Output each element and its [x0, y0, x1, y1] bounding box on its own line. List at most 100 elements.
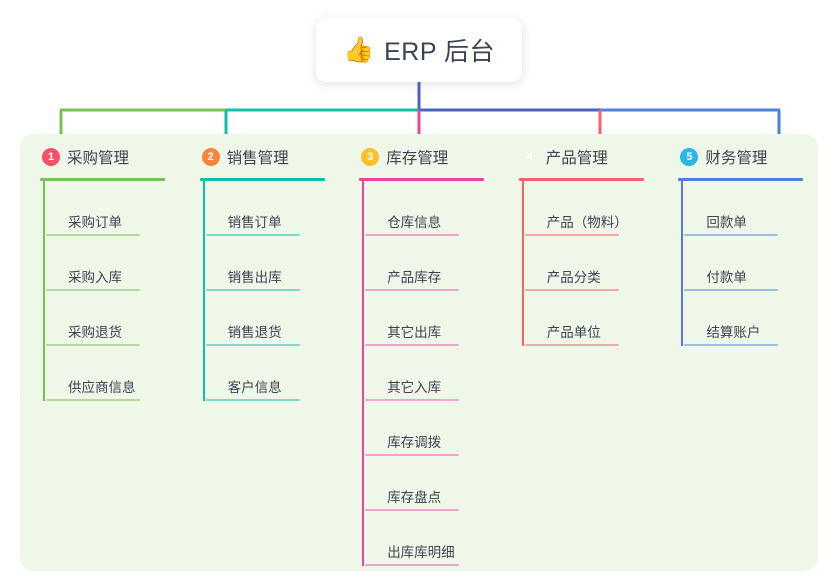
- column-title: 财务管理: [705, 150, 768, 167]
- list-item-underline: [205, 234, 300, 236]
- list-item[interactable]: 付款单: [681, 236, 818, 291]
- list-item-underline: [46, 344, 140, 346]
- column-header[interactable]: 1 采购管理: [40, 142, 180, 172]
- list-item[interactable]: 产品单位: [522, 291, 659, 346]
- list-item-label: 结算账户: [706, 325, 761, 340]
- page-title: ERP 后台: [384, 38, 496, 66]
- list-item-underline: [684, 289, 779, 291]
- column-spine: [43, 181, 45, 401]
- list-item[interactable]: 库存盘点: [362, 456, 499, 511]
- column-title: 销售管理: [226, 150, 289, 167]
- column-rule: [199, 178, 325, 181]
- list-item[interactable]: 库存调拨: [362, 401, 499, 456]
- list-item[interactable]: 采购入库: [43, 236, 180, 291]
- list-item-label: 销售退货: [227, 325, 282, 340]
- list-item[interactable]: 其它入库: [362, 346, 499, 401]
- list-item[interactable]: 客户信息: [203, 346, 340, 401]
- list-item-label: 采购退货: [68, 325, 122, 340]
- column-spine: [521, 181, 524, 346]
- list-item-underline: [365, 399, 460, 401]
- list-item-underline: [46, 399, 140, 401]
- column-header[interactable]: 5 财务管理: [678, 142, 818, 172]
- column-title: 产品管理: [545, 150, 608, 167]
- list-item[interactable]: 采购订单: [43, 181, 180, 236]
- column-rule: [40, 178, 165, 181]
- list-item-label: 其它出库: [387, 325, 442, 340]
- list-item[interactable]: 出库库明细: [362, 511, 499, 566]
- list-item-label: 仓库信息: [387, 215, 442, 230]
- list-item[interactable]: 回款单: [681, 181, 818, 236]
- list-item-underline: [365, 454, 460, 456]
- column-badge: 3: [361, 148, 380, 166]
- column-采购管理: 1 采购管理采购订单采购入库采购退货供应商信息: [20, 142, 180, 571]
- column-库存管理: 3 库存管理仓库信息产品库存其它出库其它入库库存调拨库存盘点出库库明细: [339, 142, 499, 571]
- list-item-underline: [46, 234, 140, 236]
- column-财务管理: 5 财务管理回款单付款单结算账户: [658, 142, 818, 571]
- diagram-panel: [20, 134, 818, 571]
- list-item-label: 库存调拨: [387, 435, 442, 450]
- list-item-label: 销售订单: [227, 215, 282, 230]
- list-item-underline: [205, 399, 300, 401]
- column-title: 采购管理: [67, 150, 130, 167]
- column-rule: [359, 178, 485, 181]
- list-item-label: 付款单: [706, 270, 747, 285]
- list-item-underline: [365, 509, 460, 511]
- list-item[interactable]: 采购退货: [43, 291, 180, 346]
- list-item[interactable]: 产品库存: [362, 236, 499, 291]
- column-header[interactable]: 3 库存管理: [359, 142, 499, 172]
- list-item-underline: [684, 344, 779, 346]
- column-title: 库存管理: [386, 150, 449, 167]
- list-item[interactable]: 其它出库: [362, 291, 499, 346]
- list-item-underline: [365, 564, 460, 566]
- list-item-label: 回款单: [706, 215, 747, 230]
- column-badge: 1: [42, 148, 60, 166]
- list-item-label: 供应商信息: [68, 380, 136, 395]
- column-rule: [678, 178, 804, 181]
- list-item-label: 产品库存: [387, 270, 442, 285]
- list-item-label: 出库库明细: [387, 545, 455, 560]
- list-item-underline: [205, 289, 300, 291]
- list-item-underline: [365, 344, 460, 346]
- column-items: 仓库信息产品库存其它出库其它入库库存调拨库存盘点出库库明细: [359, 181, 499, 566]
- list-item-underline: [684, 234, 779, 236]
- list-item-label: 产品分类: [546, 270, 601, 285]
- column-items: 销售订单销售出库销售退货客户信息: [200, 181, 340, 401]
- list-item-underline: [365, 289, 460, 291]
- column-rule: [518, 178, 644, 181]
- column-items: 产品（物料） 产品分类产品单位: [519, 181, 659, 346]
- list-item[interactable]: 产品分类: [522, 236, 659, 291]
- root-node-card[interactable]: 👍 ERP 后台: [316, 18, 522, 82]
- list-item-underline: [205, 344, 300, 346]
- list-item-label: 销售出库: [227, 270, 282, 285]
- column-items: 采购订单采购入库采购退货供应商信息: [40, 181, 180, 401]
- list-item-label: 产品（物料）: [546, 215, 628, 230]
- list-item-label: 客户信息: [227, 380, 282, 395]
- list-item-label: 采购入库: [68, 270, 122, 285]
- column-badge: 5: [680, 148, 699, 166]
- list-item[interactable]: 销售出库: [203, 236, 340, 291]
- list-item[interactable]: 结算账户: [681, 291, 818, 346]
- list-item-underline: [365, 234, 460, 236]
- column-badge: 4: [526, 151, 533, 163]
- list-item-underline: [524, 344, 619, 346]
- column-产品管理: 4 产品管理产品（物料） 产品分类产品单位: [499, 142, 659, 571]
- list-item-underline: [524, 234, 619, 236]
- list-item-label: 其它入库: [387, 380, 442, 395]
- list-item-underline: [46, 289, 140, 291]
- list-item[interactable]: 供应商信息: [43, 346, 180, 401]
- list-item-underline: [524, 289, 619, 291]
- column-spine: [362, 181, 365, 566]
- list-item[interactable]: 销售退货: [203, 291, 340, 346]
- list-item-label: 产品单位: [546, 325, 601, 340]
- column-header[interactable]: 2 销售管理: [200, 142, 340, 172]
- thumbs-up-icon: 👍: [342, 35, 375, 64]
- column-items: 回款单付款单结算账户: [678, 181, 818, 346]
- column-badge: 2: [201, 148, 220, 166]
- column-销售管理: 2 销售管理销售订单销售出库销售退货客户信息: [180, 142, 340, 571]
- list-item[interactable]: 产品（物料）: [522, 181, 659, 236]
- list-item[interactable]: 销售订单: [203, 181, 340, 236]
- column-header[interactable]: 4 产品管理: [519, 142, 659, 172]
- list-item[interactable]: 仓库信息: [362, 181, 499, 236]
- list-item-label: 采购订单: [68, 215, 122, 230]
- column-container: 1 采购管理采购订单采购入库采购退货供应商信息 2 销售管理销售订单销售出库销售退货客…: [20, 134, 818, 571]
